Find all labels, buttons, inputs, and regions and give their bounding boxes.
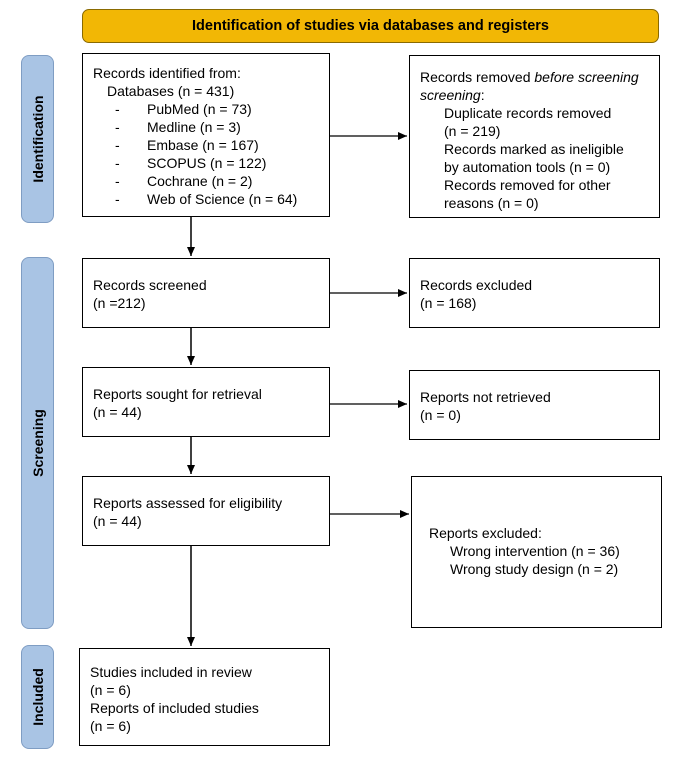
reports-included-n: (n = 6) bbox=[90, 718, 131, 734]
removed-ineligible-n: by automation tools (n = 0) bbox=[444, 159, 611, 175]
stage-identification: Identification bbox=[21, 55, 54, 223]
records-identified-heading: Records identified from: bbox=[93, 65, 241, 81]
records-removed-heading: Records removed before screening bbox=[420, 69, 639, 85]
records-excluded-box: Records excluded (n = 168) bbox=[409, 258, 660, 328]
removed-ineligible: Records marked as ineligible bbox=[444, 141, 624, 157]
excluded-reason-intervention: Wrong intervention (n = 36) bbox=[450, 543, 620, 559]
removed-other-n: reasons (n = 0) bbox=[444, 195, 539, 211]
included-box: Studies included in review (n = 6) Repor… bbox=[79, 648, 330, 746]
records-excluded-n: (n = 168) bbox=[420, 295, 477, 311]
header-title: Identification of studies via databases … bbox=[192, 18, 549, 34]
reports-sought-box: Reports sought for retrieval (n = 44) bbox=[82, 367, 330, 437]
header-banner: Identification of studies via databases … bbox=[82, 9, 659, 43]
records-screened-label: Records screened bbox=[93, 277, 207, 293]
removed-duplicates: Duplicate records removed bbox=[444, 105, 612, 121]
excluded-reason-design: Wrong study design (n = 2) bbox=[450, 561, 619, 577]
records-excluded-label: Records excluded bbox=[420, 277, 533, 293]
reports-excluded-label: Reports excluded: bbox=[429, 525, 542, 541]
removed-other: Records removed for other bbox=[444, 177, 611, 193]
source-cochrane: -Cochrane (n = 2) bbox=[115, 173, 253, 189]
source-embase: -Embase (n = 167) bbox=[115, 137, 259, 153]
records-screened-n: (n =212) bbox=[93, 295, 146, 311]
reports-not-retrieved-box: Reports not retrieved (n = 0) bbox=[409, 370, 660, 440]
reports-assessed-n: (n = 44) bbox=[93, 513, 142, 529]
records-removed-box: Records removed before screening screeni… bbox=[409, 55, 660, 218]
reports-included-label: Reports of included studies bbox=[90, 700, 259, 716]
reports-assessed-label: Reports assessed for eligibility bbox=[93, 495, 283, 511]
reports-excluded-box: Reports excluded: Wrong intervention (n … bbox=[411, 476, 662, 628]
reports-assessed-box: Reports assessed for eligibility (n = 44… bbox=[82, 476, 330, 546]
reports-sought-label: Reports sought for retrieval bbox=[93, 386, 262, 402]
stage-included: Included bbox=[21, 645, 54, 749]
studies-included-label: Studies included in review bbox=[90, 664, 252, 680]
stage-screening: Screening bbox=[21, 257, 54, 629]
reports-not-retrieved-n: (n = 0) bbox=[420, 407, 461, 423]
source-pubmed: -PubMed (n = 73) bbox=[115, 101, 252, 117]
source-medline: -Medline (n = 3) bbox=[115, 119, 241, 135]
studies-included-n: (n = 6) bbox=[90, 682, 131, 698]
reports-sought-n: (n = 44) bbox=[93, 404, 142, 420]
records-identified-box: Records identified from: Databases (n = … bbox=[82, 53, 330, 217]
databases-total: Databases (n = 431) bbox=[107, 83, 235, 99]
source-web-of-science: -Web of Science (n = 64) bbox=[115, 191, 298, 207]
source-scopus: -SCOPUS (n = 122) bbox=[115, 155, 267, 171]
records-screened-box: Records screened (n =212) bbox=[82, 258, 330, 328]
reports-not-retrieved-label: Reports not retrieved bbox=[420, 389, 551, 405]
removed-duplicates-n: (n = 219) bbox=[444, 123, 501, 139]
records-removed-heading-end: screening: bbox=[420, 87, 485, 103]
